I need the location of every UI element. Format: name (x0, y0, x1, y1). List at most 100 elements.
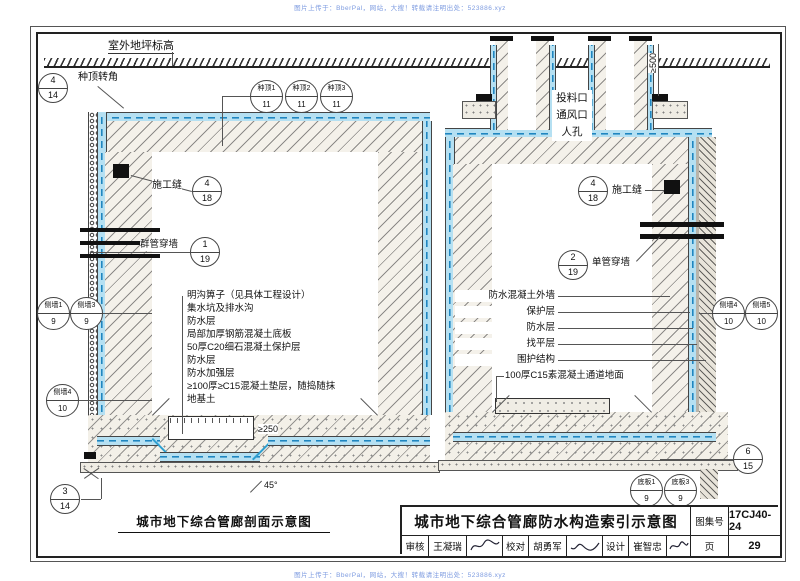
left-right-wall-membrane (422, 121, 432, 415)
waterstop-block-a (476, 94, 492, 101)
callout-top: 侧墙3 (71, 298, 102, 314)
shaft-b-membrane-l (588, 45, 595, 130)
callout-bottom: 9 (51, 316, 56, 326)
left-construction-joint-mark (113, 164, 129, 178)
left-footing-block (84, 452, 96, 459)
page-number: 29 (728, 535, 780, 556)
callout-top: 种顶1 (251, 81, 282, 97)
group-pipe-leader (90, 252, 190, 253)
signature-squiggle (570, 542, 599, 551)
retaining-structure-lower (700, 469, 718, 499)
dim-500: ≥500 (647, 53, 658, 73)
floor-note-leader-v (496, 376, 497, 402)
concrete-curb-a (462, 101, 496, 119)
left-tunnel-right-wall (378, 152, 422, 415)
passage-floor-slab (495, 398, 610, 414)
reviewer-name: 王凝瑞 (428, 535, 466, 556)
annotation-item: 防水层 (187, 316, 216, 328)
callout-top: 种顶3 (321, 81, 352, 97)
left-top-slab (88, 121, 430, 152)
callout-bottom: 10 (724, 316, 733, 326)
callout-top: 4 (193, 177, 221, 192)
shaft-b-left-wall (593, 40, 606, 130)
designer-signature (666, 535, 690, 556)
callout-bottom: 9 (84, 316, 89, 326)
ground-line (44, 58, 770, 68)
callout-baseslab-1: 底板1 9 (630, 474, 663, 507)
right-bedding-layer (438, 460, 738, 471)
callout-baseslab-3: 底板3 9 (664, 474, 697, 507)
check-label: 校对 (502, 535, 528, 556)
left-bottom-membrane-b (268, 436, 430, 446)
opening-label-3: 人孔 (561, 126, 583, 138)
wall-layer-label: 防水混凝土外墙 (455, 290, 555, 302)
wall-layer-label: 保护层 (455, 306, 555, 318)
annotation-item: 局部加厚钢筋混凝土底板 (187, 329, 292, 341)
wall-layer-leader (558, 360, 706, 361)
callout-top: 3 (51, 485, 79, 500)
wall-layer-label: 围护结构 (455, 354, 555, 366)
callout-bottom: 9 (678, 493, 683, 503)
callout-bottom: 19 (567, 266, 578, 277)
atlas-no-label: 图集号 (690, 507, 728, 535)
sidewall45-leader (699, 313, 712, 314)
shaft-a-left-wall (495, 40, 508, 130)
callout-top: 种顶2 (286, 81, 317, 97)
annotation-spine (182, 296, 183, 434)
right-top-slab (445, 137, 712, 164)
callout-top: 2 (559, 251, 587, 266)
shaft-b-cap-r (629, 36, 652, 41)
wall-layer-leader (558, 344, 697, 345)
group-pipe-2 (80, 241, 160, 245)
opening-labels: 投料口 通风口 人孔 (552, 90, 592, 141)
callout-bottom: 11 (297, 99, 306, 109)
single-pipe-bottom (640, 234, 724, 239)
outer-frame (30, 26, 786, 562)
annotation-item: 集水坑及排水沟 (187, 303, 254, 315)
inner-frame (36, 32, 782, 558)
callout-roof-1: 种顶1 11 (250, 80, 283, 113)
leveling-layer (696, 137, 699, 412)
callout-bottom: 19 (199, 253, 210, 264)
shaft-a-interior (508, 40, 536, 130)
right-construction-joint-mark (664, 180, 680, 194)
shaft-b-right-wall (634, 40, 647, 130)
c314-leader-v (101, 478, 102, 499)
callout-bottom: 15 (742, 460, 753, 471)
callout-top: 侧墙4 (47, 385, 78, 401)
shaft-a-membrane-l (490, 45, 497, 130)
concrete-curb-b (652, 101, 688, 119)
right-joint-leader (645, 190, 664, 191)
callout-bottom: 11 (332, 99, 341, 109)
wall-layer-label: 防水层 (455, 322, 555, 334)
callout-bottom: 10 (58, 403, 67, 413)
signature-squiggle (668, 541, 689, 550)
group-pipe-label: 群管穿墙 (140, 239, 179, 251)
group-pipe-3 (80, 254, 160, 258)
annotation-item: 防水加强层 (187, 368, 235, 380)
shaft-a-right-wall (536, 40, 549, 130)
left-bottom-membrane-dip (160, 452, 260, 462)
callout-top: 侧墙4 (713, 298, 744, 314)
ground-label-leader (172, 52, 173, 66)
sidewall4-leader (79, 400, 152, 401)
opening-label-1: 投料口 (556, 92, 588, 104)
annotation-item: ≥100厚≥C15混凝土垫层，随捣随抹 (187, 381, 336, 393)
left-section-caption: 城市地下综合管廊剖面示意图 (118, 511, 330, 533)
shaft-a-membrane-r (549, 45, 556, 130)
left-bottom-membrane-a (97, 436, 160, 446)
callout-sidewall-1: 侧墙1 9 (37, 297, 70, 330)
callout-top: 底板1 (631, 475, 662, 491)
roof-callout-leader-v (222, 96, 223, 146)
callout-top: 1 (191, 238, 219, 253)
title-block: 城市地下综合管廊防水构造索引示意图 图集号 17CJ40-24 审核 王凝瑞 校… (400, 505, 780, 556)
callout-sidewall-4-right: 侧墙4 10 (712, 297, 745, 330)
wall-layer-leader (558, 312, 690, 313)
left-joint-label: 施工缝 (152, 180, 182, 192)
callout-right-joint: 4 18 (578, 176, 608, 206)
callout-top: 底板3 (665, 475, 696, 491)
wall-layer-leader (558, 328, 693, 329)
callout-bottom: 14 (47, 89, 58, 100)
left-tunnel-left-wall (105, 152, 152, 415)
